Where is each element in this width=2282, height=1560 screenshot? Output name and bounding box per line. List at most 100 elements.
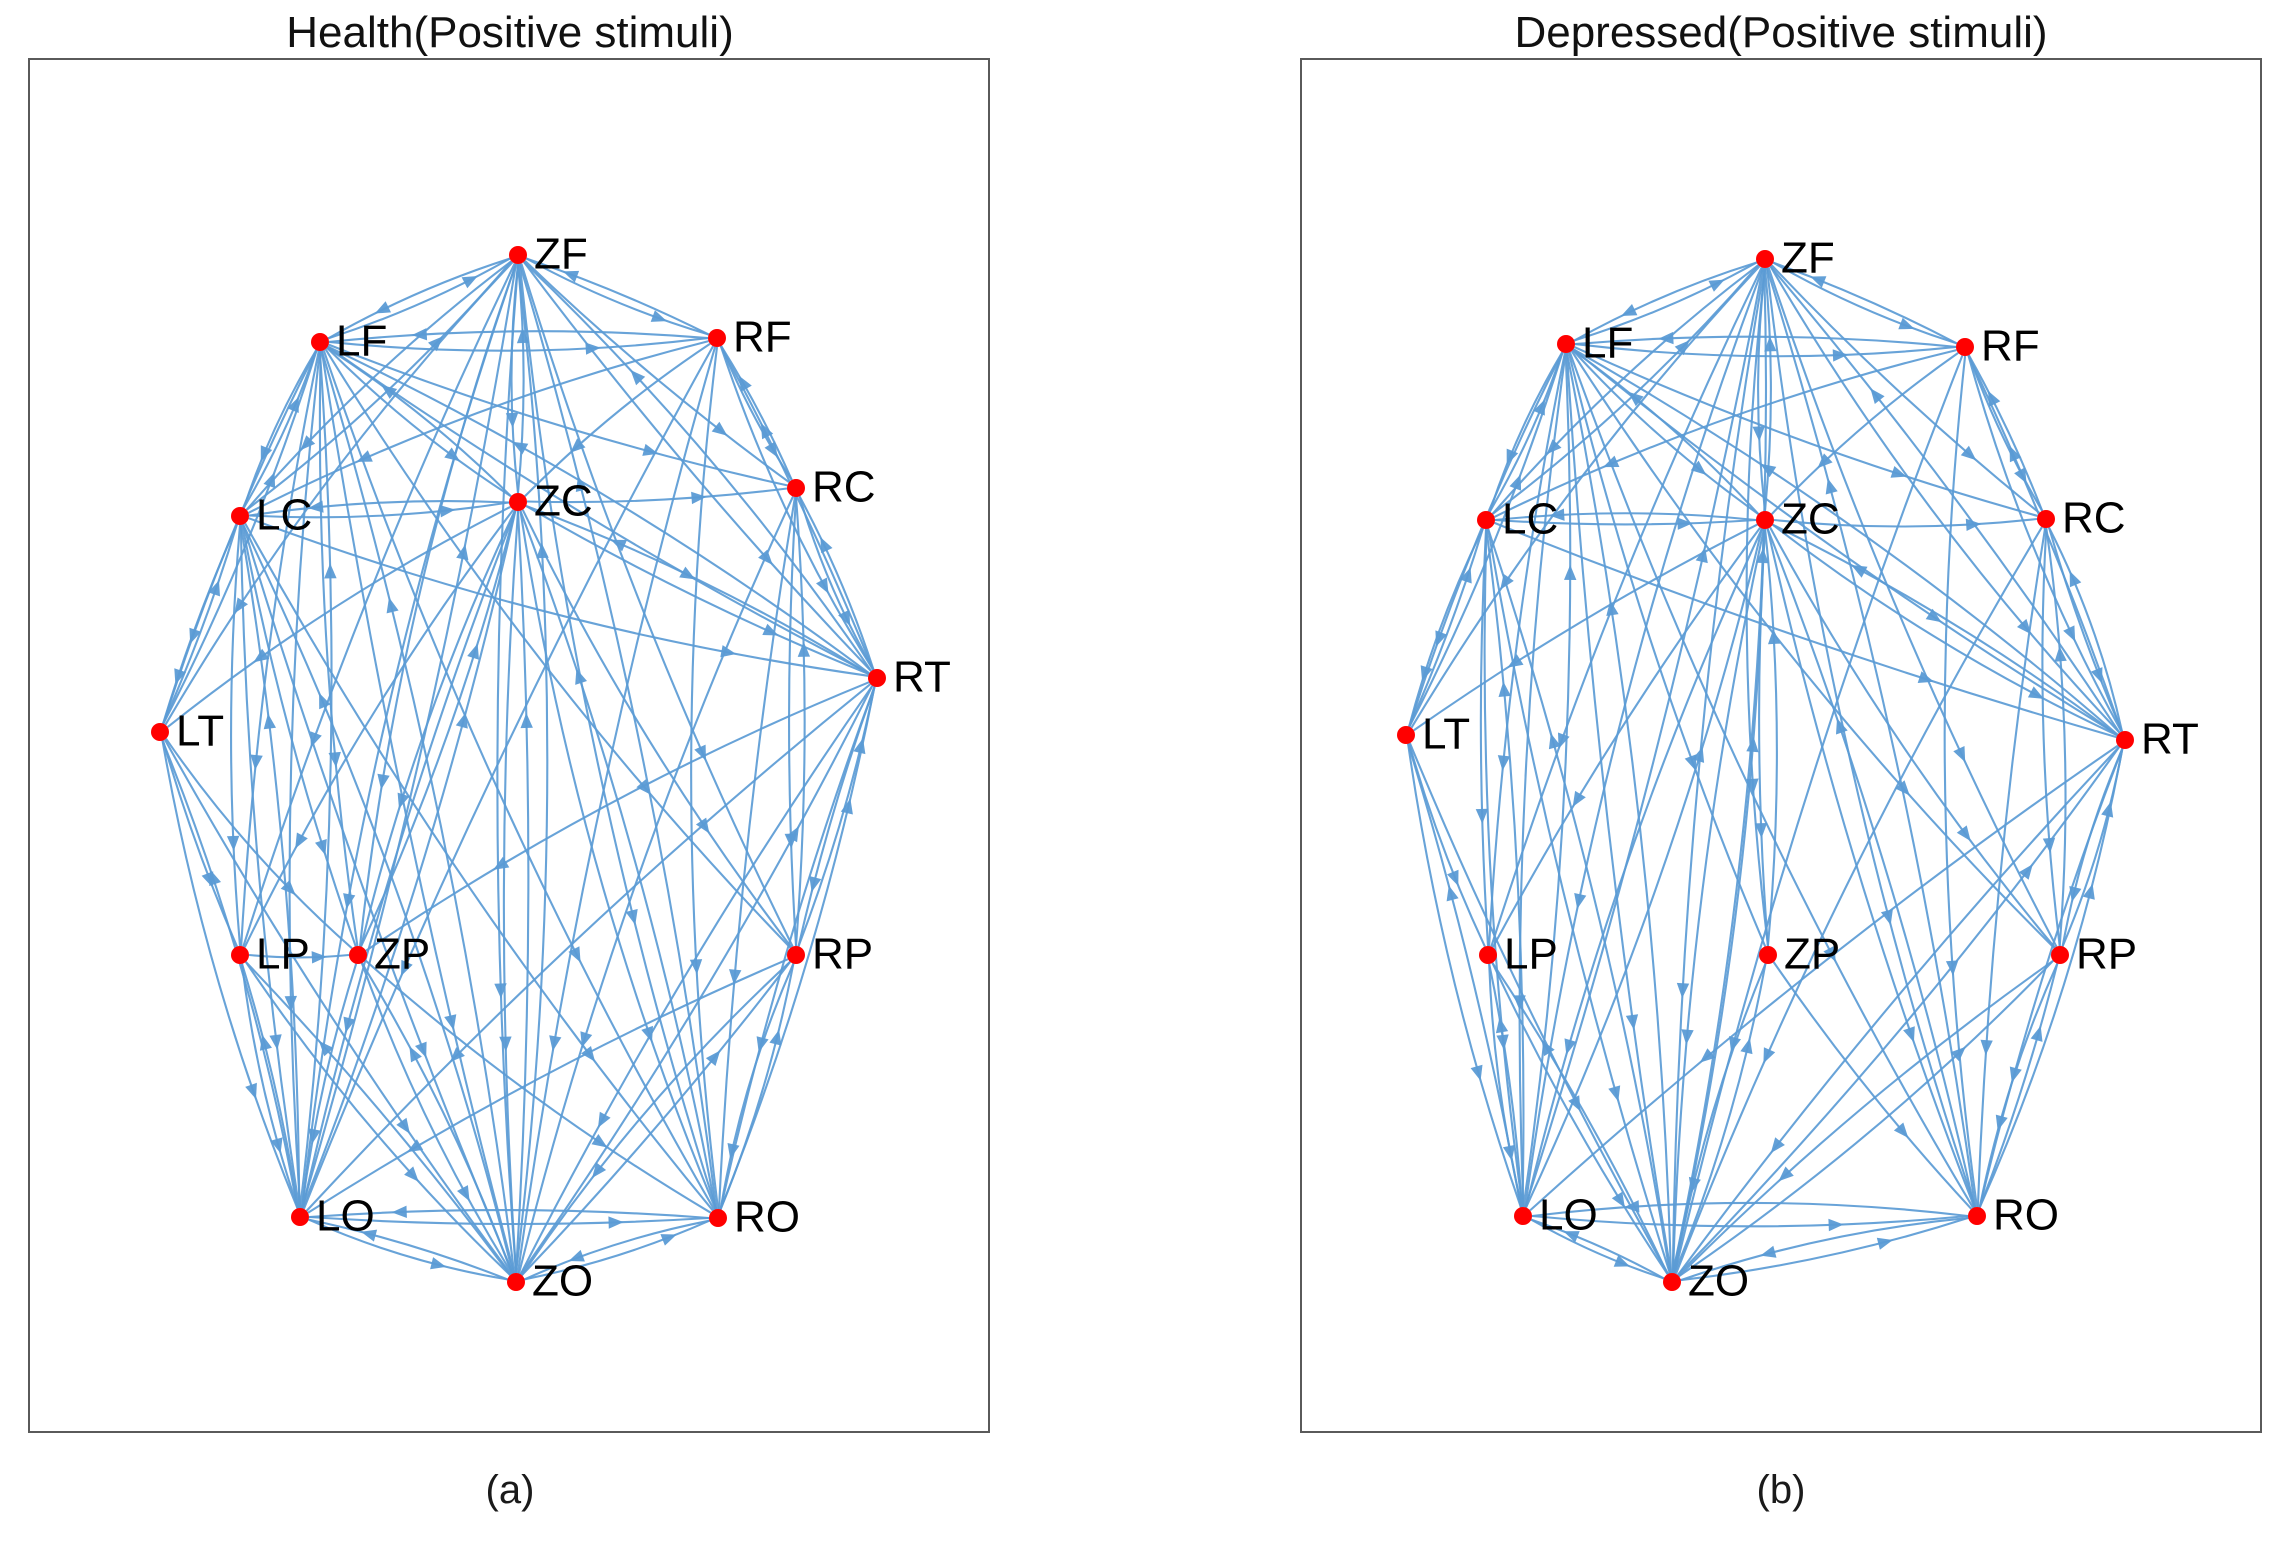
edge-arrow-icon bbox=[1676, 982, 1690, 999]
edge-arrow-icon bbox=[318, 1040, 334, 1057]
network-node-lp[interactable] bbox=[1479, 946, 1497, 964]
network-edge bbox=[519, 685, 874, 1275]
network-edge bbox=[365, 681, 870, 952]
network-edge bbox=[525, 257, 709, 336]
edge-arrow-icon bbox=[386, 597, 399, 614]
network-node-zf[interactable] bbox=[509, 246, 527, 264]
network-edge bbox=[794, 496, 806, 947]
edge-arrow-icon bbox=[591, 1134, 608, 1148]
network-node-lo[interactable] bbox=[291, 1208, 309, 1226]
network-node-rc[interactable] bbox=[787, 479, 805, 497]
edge-arrow-icon bbox=[809, 876, 822, 893]
network-node-lc[interactable] bbox=[1477, 511, 1495, 529]
edge-arrow-icon bbox=[315, 839, 327, 856]
network-edge bbox=[162, 524, 238, 725]
network-node-zp[interactable] bbox=[349, 946, 367, 964]
network-edge bbox=[719, 686, 876, 1210]
edge-arrow-icon bbox=[1533, 399, 1545, 416]
edge-arrow-icon bbox=[585, 342, 601, 355]
network-edge bbox=[518, 263, 718, 1210]
node-label-zo: ZO bbox=[1688, 1257, 1749, 1306]
network-edge bbox=[1407, 743, 1522, 1208]
edge-arrow-icon bbox=[311, 951, 327, 964]
network-edge bbox=[717, 496, 797, 1210]
edge-arrow-icon bbox=[520, 712, 533, 729]
edge-arrow-icon bbox=[2030, 1025, 2043, 1042]
edge-arrow-icon bbox=[820, 537, 833, 554]
network-node-zo[interactable] bbox=[1663, 1273, 1681, 1291]
edge-arrow-icon bbox=[381, 385, 398, 399]
network-edge bbox=[525, 257, 710, 336]
network-edge bbox=[248, 501, 510, 519]
network-node-lt[interactable] bbox=[151, 723, 169, 741]
network-node-lp[interactable] bbox=[231, 946, 249, 964]
network-node-lt[interactable] bbox=[1397, 726, 1415, 744]
network-node-zc[interactable] bbox=[1756, 511, 1774, 529]
edge-arrow-icon bbox=[356, 450, 373, 462]
edge-arrow-icon bbox=[1625, 1014, 1639, 1030]
edge-arrow-icon bbox=[660, 1234, 677, 1246]
network-node-lf[interactable] bbox=[1557, 335, 1575, 353]
edge-arrow-icon bbox=[1459, 567, 1472, 584]
network-edge bbox=[1408, 351, 1564, 728]
network-edge bbox=[328, 343, 788, 487]
edge-arrow-icon bbox=[1836, 718, 1848, 735]
network-node-zo[interactable] bbox=[507, 1273, 525, 1291]
network-edge bbox=[1678, 960, 2054, 1278]
edge-arrow-icon bbox=[444, 1014, 457, 1031]
network-node-zc[interactable] bbox=[509, 493, 527, 511]
edge-arrow-icon bbox=[1507, 654, 1524, 668]
network-node-ro[interactable] bbox=[709, 1209, 727, 1227]
network-edge bbox=[1488, 963, 1523, 1208]
network-edge bbox=[1524, 267, 1764, 1208]
network-node-rp[interactable] bbox=[2051, 946, 2069, 964]
edge-arrow-icon bbox=[209, 869, 221, 886]
edge-arrow-icon bbox=[1613, 1255, 1630, 1267]
network-edge bbox=[1494, 521, 2117, 739]
edge-arrow-icon bbox=[391, 1205, 407, 1218]
edge-arrow-icon bbox=[1498, 681, 1511, 697]
network-edge bbox=[308, 1218, 508, 1281]
network-edge bbox=[521, 961, 791, 1276]
network-edge bbox=[239, 524, 301, 1209]
network-node-rt[interactable] bbox=[2116, 731, 2134, 749]
network-node-lf[interactable] bbox=[311, 333, 329, 351]
network-edge bbox=[328, 337, 709, 352]
network-node-rt[interactable] bbox=[868, 669, 886, 687]
network-edge bbox=[242, 262, 516, 947]
network-edge bbox=[163, 739, 512, 1276]
edge-arrow-icon bbox=[1509, 474, 1522, 491]
network-node-lc[interactable] bbox=[231, 507, 249, 525]
network-node-rc[interactable] bbox=[2037, 510, 2055, 528]
edge-arrow-icon bbox=[711, 421, 728, 436]
network-edge bbox=[1766, 528, 1976, 1208]
network-edge bbox=[1572, 348, 2119, 736]
network-edge bbox=[1494, 518, 1757, 526]
network-node-zp[interactable] bbox=[1759, 946, 1777, 964]
edge-arrow-icon bbox=[760, 423, 774, 440]
network-node-ro[interactable] bbox=[1968, 1207, 1986, 1225]
edge-arrow-icon bbox=[1502, 1144, 1516, 1161]
node-label-ro: RO bbox=[734, 1193, 800, 1242]
network-node-rf[interactable] bbox=[708, 329, 726, 347]
node-label-zf: ZF bbox=[1781, 234, 1835, 283]
edge-arrow-icon bbox=[1898, 317, 1915, 330]
network-node-zf[interactable] bbox=[1756, 250, 1774, 268]
edge-arrow-icon bbox=[1960, 445, 1977, 461]
network-edge bbox=[1491, 962, 1669, 1275]
network-edge bbox=[1672, 528, 1765, 1274]
edge-arrow-icon bbox=[1496, 1034, 1509, 1050]
edge-arrow-icon bbox=[625, 909, 638, 925]
network-edge bbox=[496, 263, 520, 1274]
edge-arrow-icon bbox=[1658, 331, 1674, 345]
network-node-rp[interactable] bbox=[787, 946, 805, 964]
network-node-rf[interactable] bbox=[1956, 338, 1974, 356]
network-edge bbox=[1680, 1216, 1969, 1282]
edge-arrow-icon bbox=[1965, 518, 1982, 531]
edge-arrow-icon bbox=[1763, 1047, 1776, 1064]
node-label-lo: LO bbox=[1539, 1191, 1598, 1240]
edge-arrow-icon bbox=[1624, 1200, 1640, 1213]
network-node-lo[interactable] bbox=[1514, 1207, 1532, 1225]
